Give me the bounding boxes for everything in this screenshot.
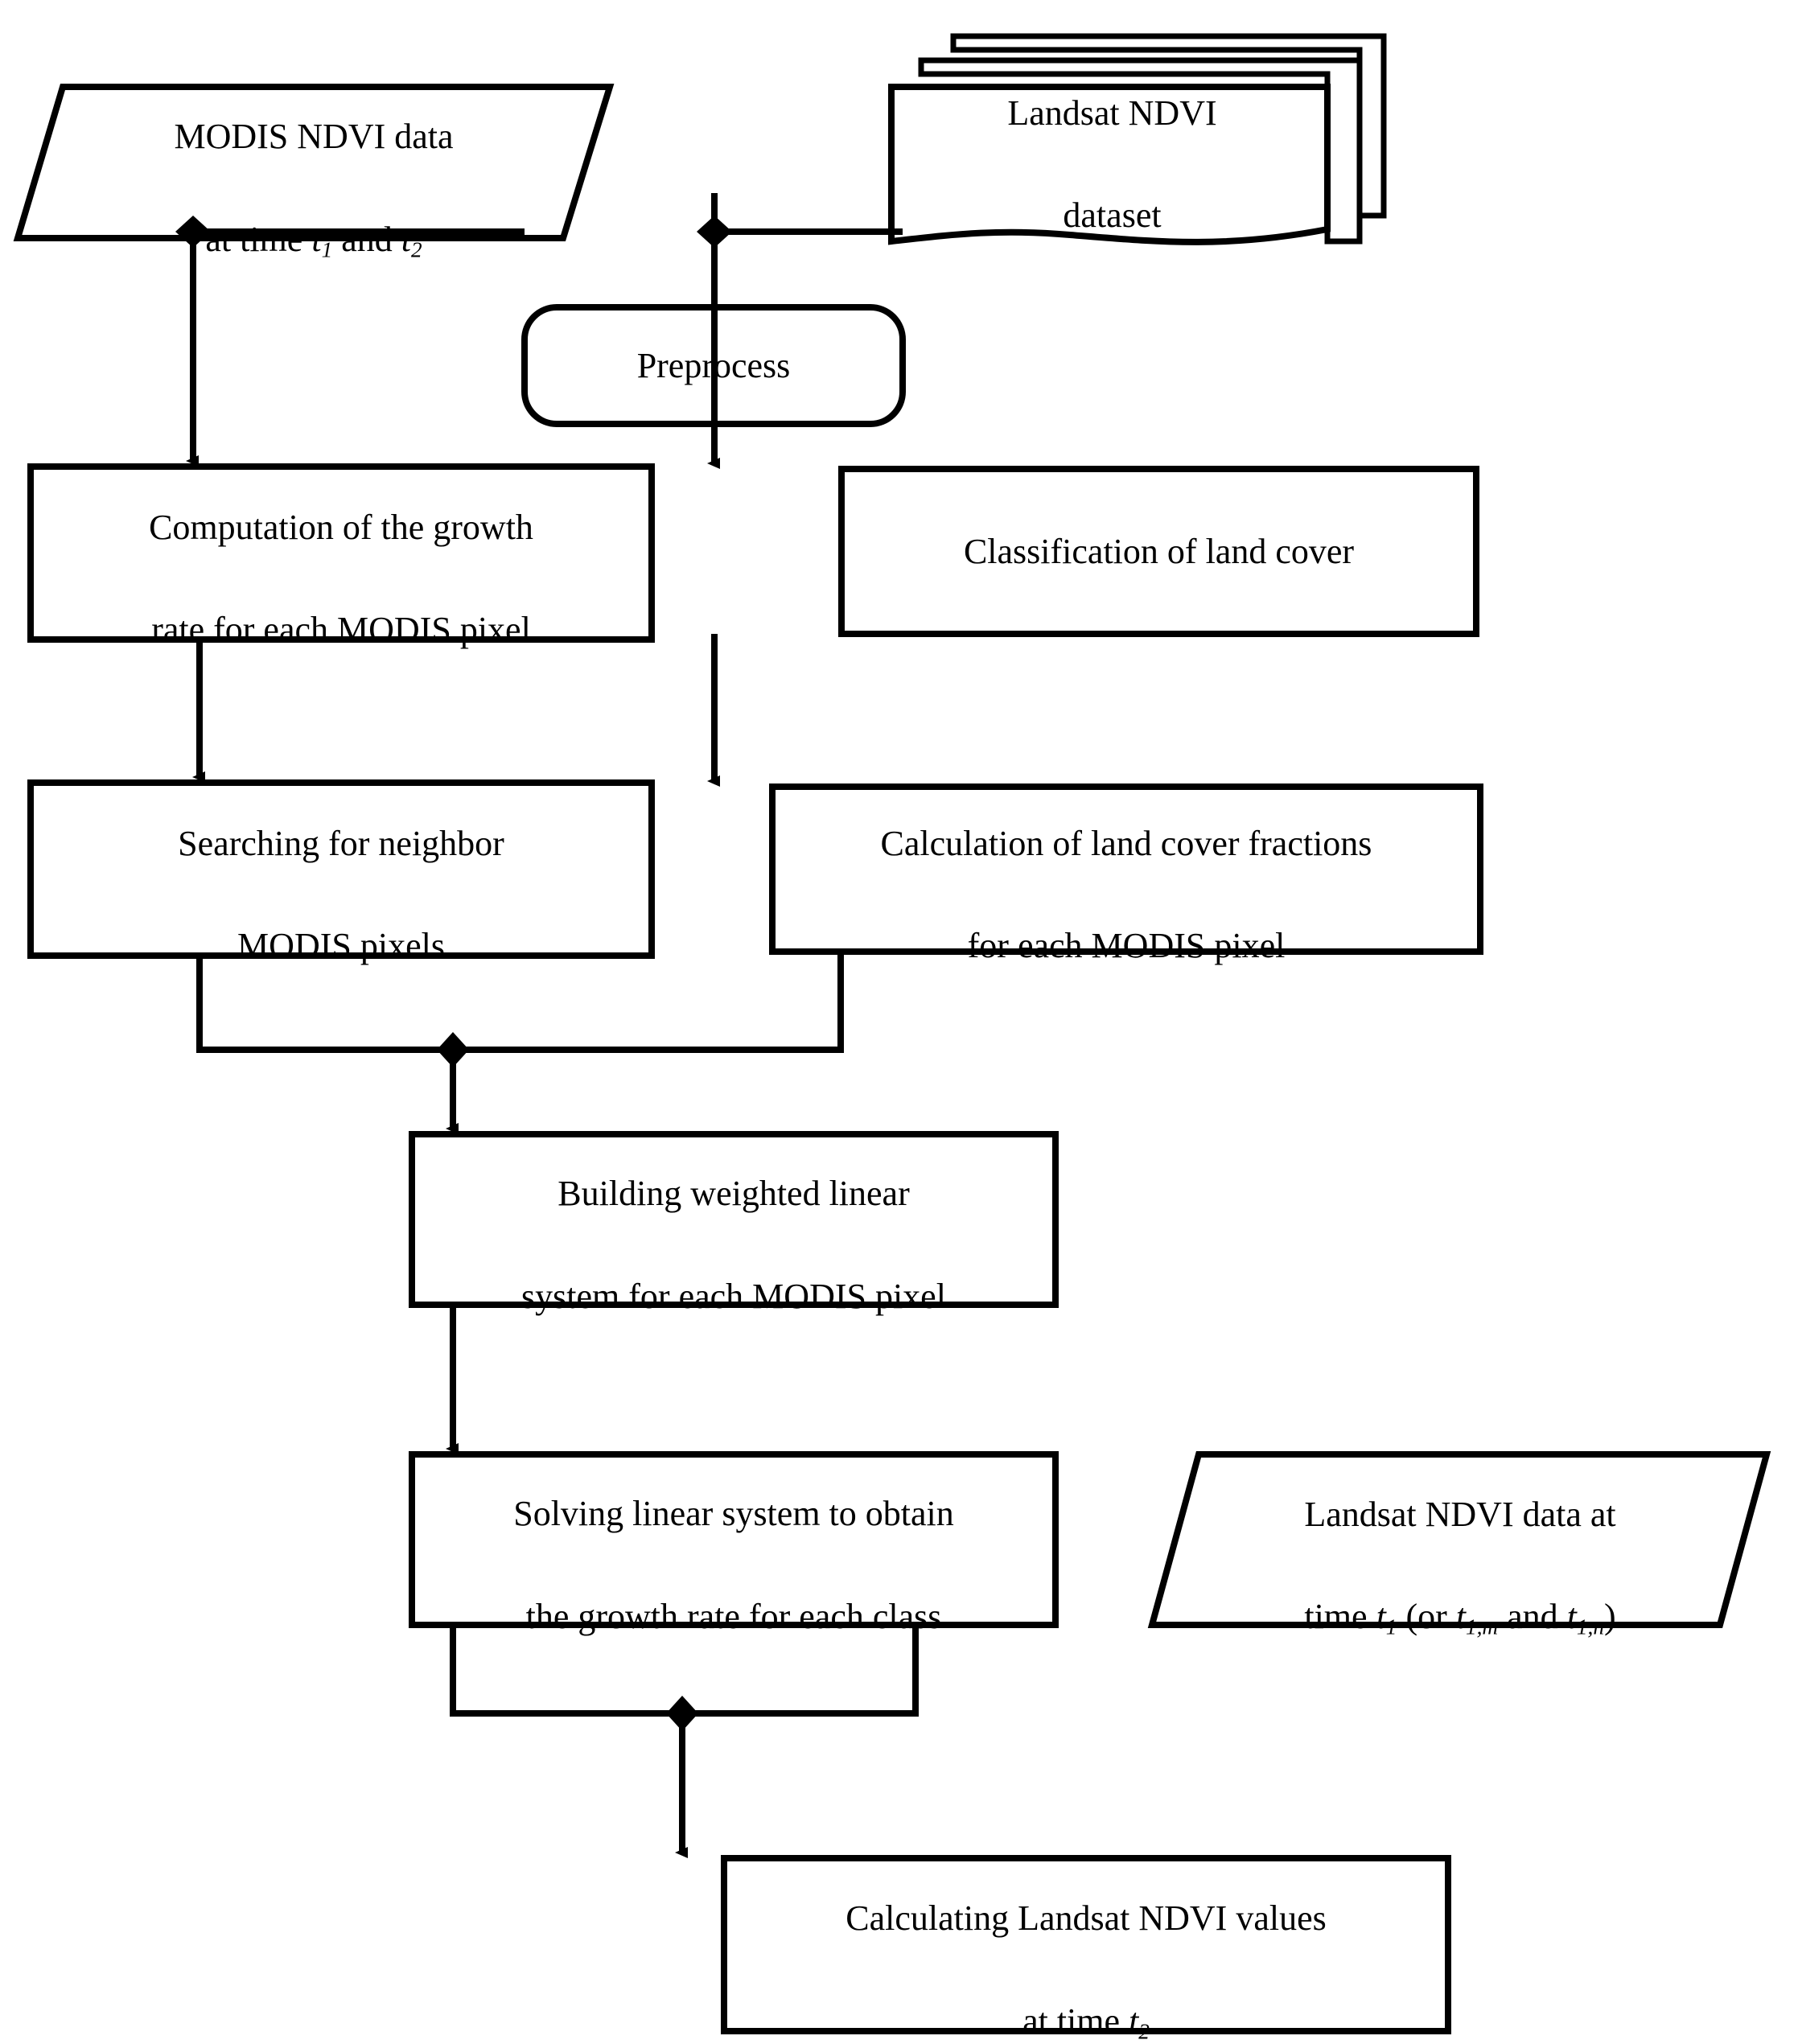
junction-markers	[175, 216, 732, 1731]
landsat-branch-junction	[697, 216, 732, 248]
build-system-shape	[409, 1131, 1059, 1308]
edge-landsat-t1-to-merge2	[682, 1625, 919, 1717]
landsat-dataset-shape	[888, 84, 1331, 245]
landsat-t1-shape	[1147, 1451, 1771, 1628]
modis-input-shape	[13, 84, 615, 241]
modis-branch-junction	[175, 216, 211, 248]
growth-rate-shape	[27, 463, 655, 643]
landsat-dataset-sheet-mid	[918, 57, 1363, 245]
edge-fractions-to-merge1	[453, 952, 844, 1053]
merge-junction-upper	[437, 1032, 469, 1067]
edge-neighbor-to-merge1	[196, 956, 453, 1053]
solve-system-shape	[409, 1451, 1059, 1628]
merge-junction-lower	[666, 1696, 698, 1731]
classification-shape	[838, 466, 1479, 637]
edge-solve-to-merge2	[450, 1625, 682, 1717]
final-output-shape	[721, 1855, 1451, 2034]
fractions-shape	[769, 783, 1483, 955]
neighbor-search-shape	[27, 779, 655, 959]
